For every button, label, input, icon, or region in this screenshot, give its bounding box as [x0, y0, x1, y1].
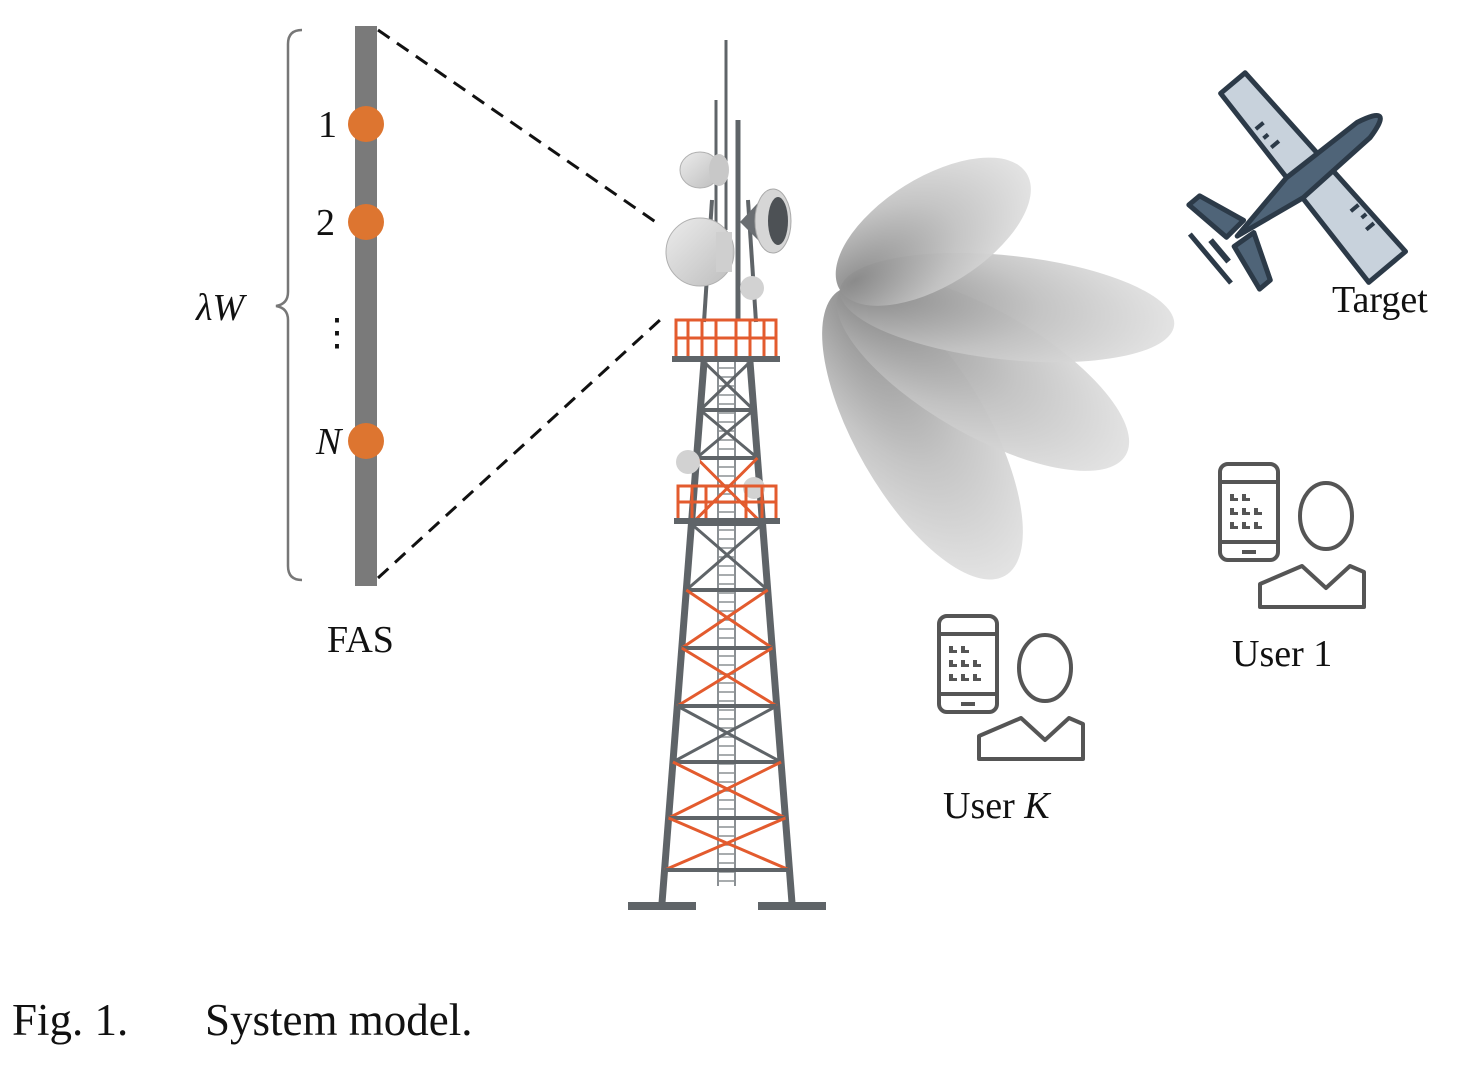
- fas-label: FAS: [327, 619, 394, 661]
- tower-foot-left: [628, 902, 696, 910]
- port-label-n: N: [315, 421, 344, 463]
- tower-brace: [685, 588, 774, 650]
- zoom-line-top: [377, 28, 661, 227]
- tower-brace: [695, 456, 764, 526]
- tower-brace: [681, 646, 778, 708]
- user-k-label-prefix: User: [943, 785, 1024, 827]
- port-1: [348, 106, 384, 142]
- tower-brace: [676, 704, 782, 764]
- beam-pattern: [822, 157, 1175, 580]
- port-ellipsis: ⋮: [318, 312, 356, 354]
- drone-icon: [1186, 70, 1409, 292]
- tower-brace: [685, 522, 764, 592]
- tower-brace: [699, 408, 759, 460]
- caption-text: System model.: [205, 995, 473, 1045]
- tower-brace: [663, 816, 786, 872]
- dish-small-top: [679, 151, 729, 189]
- upper-platform-deck: [672, 356, 780, 362]
- tower-leg-right: [746, 361, 796, 904]
- tower-brace: [680, 588, 769, 650]
- port-label-1: 1: [318, 104, 337, 146]
- upper-platform: [674, 318, 778, 360]
- target-label: Target: [1332, 279, 1428, 321]
- fas-antenna: λW 1 2 ⋮ N FAS: [195, 26, 662, 661]
- tower-brace: [702, 360, 755, 412]
- user-with-phone-icon: [937, 614, 1085, 761]
- tower-brace: [695, 408, 755, 460]
- port-2: [348, 204, 384, 240]
- dish-small-low: [740, 276, 764, 300]
- tower-foot-right: [758, 902, 826, 910]
- middle-platform: [674, 450, 780, 524]
- tower-brace: [668, 816, 791, 872]
- width-brace: [275, 28, 303, 582]
- beam-lobe-top: [835, 157, 1031, 306]
- tower-brace: [676, 646, 773, 708]
- dish-horn-right: [740, 188, 792, 254]
- tower-ladder: [717, 362, 736, 886]
- port-n: [348, 423, 384, 459]
- user-k-label: User K: [943, 785, 1051, 827]
- cell-tower: [628, 40, 826, 910]
- width-label: λW: [195, 287, 247, 329]
- user-k-label-var: K: [1023, 785, 1051, 827]
- user-1-label: User 1: [1232, 633, 1332, 675]
- tower-brace: [667, 760, 782, 820]
- user-with-phone-icon: [1218, 462, 1366, 609]
- tower-brace: [690, 456, 759, 526]
- tower-brace: [672, 760, 787, 820]
- tower-brace: [699, 360, 752, 412]
- figure-caption: Fig. 1. System model.: [12, 995, 473, 1045]
- tower-leg-left: [658, 361, 708, 904]
- tower-brace: [672, 704, 778, 764]
- port-label-2: 2: [316, 202, 335, 244]
- dish-large-left: [665, 217, 735, 287]
- tower-brace: [690, 522, 769, 592]
- zoom-line-bottom: [376, 318, 662, 580]
- caption-number: Fig. 1.: [12, 995, 128, 1045]
